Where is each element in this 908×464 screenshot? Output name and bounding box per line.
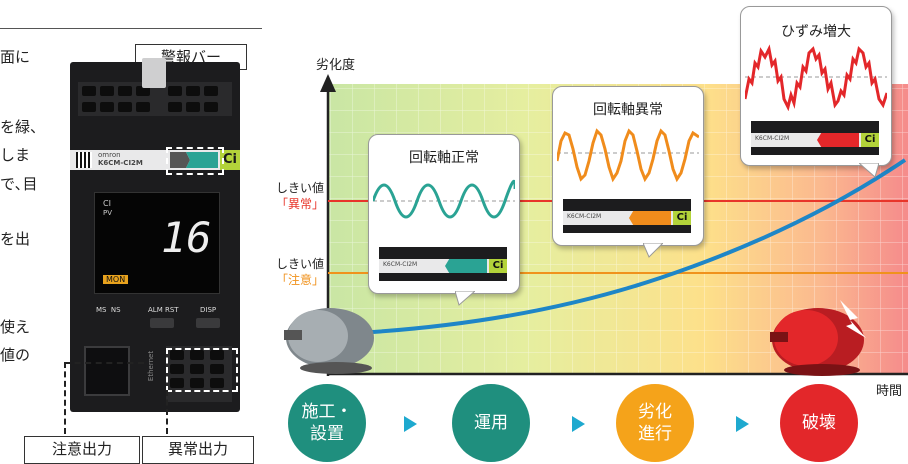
step-degradation-line2: 進行 <box>638 424 672 444</box>
callout-distortion-tail <box>859 163 879 178</box>
top-rule <box>0 28 262 29</box>
spark-icon <box>840 300 866 338</box>
threshold-caution-label: しきい値 「注意」 <box>262 256 324 288</box>
distortion-wave <box>745 44 887 111</box>
left-text-line-5: を出 <box>0 230 31 248</box>
disp-label: DISP <box>200 306 217 314</box>
left-text-line-3: しま <box>0 146 31 164</box>
callout-normal-title: 回転軸正常 <box>409 150 479 166</box>
k6cm-device: omron K6CM-CI2M Ci CI PV 16 MON MS NS AL… <box>70 58 240 412</box>
callout-normal-bar <box>445 259 487 273</box>
callout-distortion-model: K6CM-CI2M <box>755 135 790 142</box>
device-lcd: CI PV 16 MON <box>94 192 220 294</box>
din-clip <box>142 58 166 88</box>
callout-abnormal: 回転軸異常 K6CM-CI2M Ci <box>552 86 704 258</box>
step-installation-line1: 施工・ <box>301 402 353 422</box>
normal-wave <box>373 179 515 219</box>
callout-distortion-device: K6CM-CI2M Ci <box>751 121 879 155</box>
step-operation: 運用 <box>452 384 530 462</box>
disp-button[interactable] <box>196 318 220 328</box>
qr-code-icon <box>76 152 92 168</box>
left-text-line-6: 使え <box>0 318 31 336</box>
callout-normal-badge: Ci <box>489 259 507 273</box>
step-installation-line2: 設置 <box>310 424 344 444</box>
warning-bar-highlight <box>166 147 224 175</box>
callout-abnormal-bar <box>629 211 671 225</box>
lcd-sub: PV <box>103 209 113 217</box>
callout-normal: 回転軸正常 K6CM-CI2M Ci <box>368 134 520 306</box>
ms-ns-label: MS NS <box>96 306 121 314</box>
callout-abnormal-tail <box>643 243 663 258</box>
threshold-abnormal-label: しきい値 「異常」 <box>262 180 324 212</box>
callout-abnormal-device: K6CM-CI2M Ci <box>563 199 691 233</box>
callout-distortion-title: ひずみ増大 <box>781 24 851 40</box>
lcd-mon: MON <box>103 275 129 284</box>
motor-healthy-icon <box>284 308 374 374</box>
warning-bar <box>170 152 218 168</box>
device-badge: Ci <box>220 150 240 170</box>
bottom-terminal-block <box>166 346 232 402</box>
caution-output-connector-v <box>64 362 66 434</box>
step-operation-line1: 運用 <box>474 413 508 433</box>
callout-abnormal-title: 回転軸異常 <box>593 102 663 118</box>
callout-normal-device: K6CM-CI2M Ci <box>379 247 507 281</box>
device-brand: omron <box>98 151 121 159</box>
alm-rst-button[interactable] <box>150 318 174 328</box>
x-axis-label: 時間 <box>876 384 903 399</box>
callout-normal-tail <box>455 291 475 306</box>
alm-rst-label: ALM RST <box>148 306 179 314</box>
step-destruction: 破壊 <box>780 384 858 462</box>
callout-abnormal-model: K6CM-CI2M <box>567 213 602 220</box>
abnormal-output-connector-v <box>166 390 168 434</box>
step-installation: 施工・ 設置 <box>288 384 366 462</box>
lcd-value: 16 <box>161 213 212 262</box>
step-destruction-line1: 破壊 <box>802 413 836 433</box>
threshold-abnormal-label-1: しきい値 <box>275 181 324 195</box>
ethernet-port <box>84 346 130 396</box>
device-label-strip: omron K6CM-CI2M Ci <box>70 150 240 170</box>
step-degradation: 劣化 進行 <box>616 384 694 462</box>
left-text-line-7: 値の <box>0 346 31 364</box>
left-text-line-2: を緑、 <box>0 118 46 136</box>
left-text-line-4: で､目 <box>0 175 38 193</box>
top-terminal-block <box>78 82 232 116</box>
abnormal-output-highlight <box>166 348 238 392</box>
callout-distortion: ひずみ増大 K6CM-CI2M Ci <box>740 6 892 178</box>
callout-distortion-bar <box>817 133 859 147</box>
abnormal-output-label: 異常出力 <box>142 436 254 464</box>
y-axis-arrow <box>320 74 336 92</box>
device-model: K6CM-CI2M <box>98 159 143 167</box>
step-arrow-3 <box>736 416 749 432</box>
degradation-curve <box>339 158 907 336</box>
y-axis-label: 劣化度 <box>316 58 356 73</box>
threshold-caution-label-2: 「注意」 <box>275 273 324 287</box>
threshold-caution-label-1: しきい値 <box>275 257 324 271</box>
callout-distortion-badge: Ci <box>861 133 879 147</box>
threshold-abnormal-label-2: 「異常」 <box>275 197 324 211</box>
step-arrow-1 <box>404 416 417 432</box>
step-degradation-line1: 劣化 <box>638 402 672 422</box>
abnormal-wave <box>557 128 699 183</box>
motor-broken-icon <box>770 300 866 376</box>
caution-output-connector <box>64 362 144 366</box>
callout-abnormal-badge: Ci <box>673 211 691 225</box>
step-arrow-2 <box>572 416 585 432</box>
left-text-line-1: 面に <box>0 48 31 66</box>
callout-normal-model: K6CM-CI2M <box>383 261 418 268</box>
lcd-unit: CI <box>103 199 111 208</box>
